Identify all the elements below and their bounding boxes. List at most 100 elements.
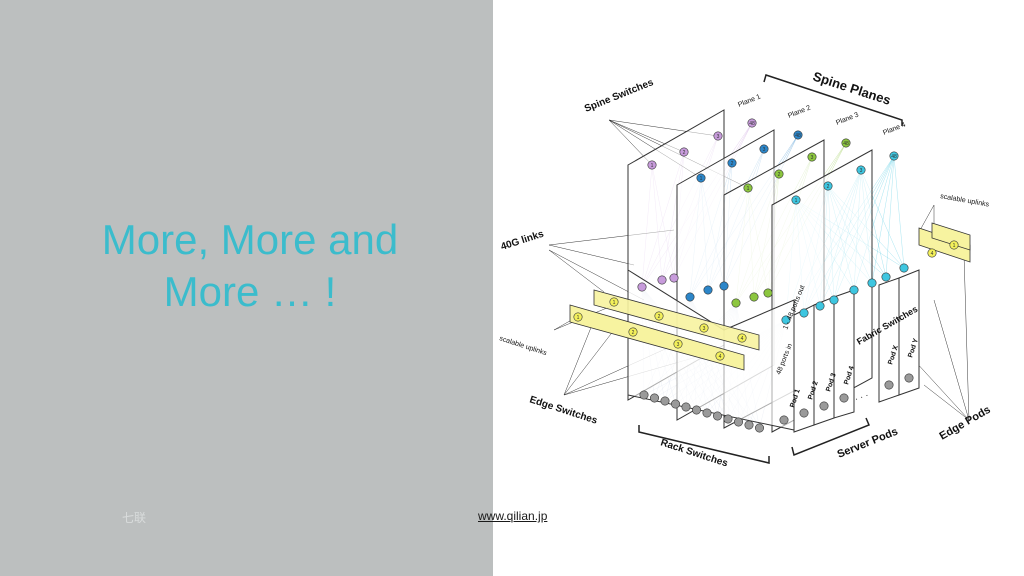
spine-p3-node-1-circle <box>743 183 753 193</box>
left-panel <box>0 0 493 576</box>
spine-p1-node-4: 48 <box>747 118 757 128</box>
rack-switch-node-4 <box>671 399 681 409</box>
fabric-4-node-5-circle <box>849 285 859 295</box>
fabric-4-node-1-circle <box>781 315 791 325</box>
spine-p4-node-2-label: 2 <box>827 184 830 190</box>
fabric-4-node-7-circle <box>881 272 891 282</box>
pod-rack-node-5 <box>884 380 894 390</box>
spine-p1-node-4-circle <box>747 118 757 128</box>
fabric-3-node-3 <box>763 288 773 298</box>
spine-p1-node-2-circle <box>679 147 689 157</box>
rack-switch-node-11-circle <box>744 420 754 430</box>
footer-url-link[interactable]: www.qilian.jp <box>478 509 548 523</box>
fabric-1-node-1-circle <box>637 282 647 292</box>
spine-p3-node-1-label: 1 <box>747 186 750 192</box>
label-edge-pods: Edge Pods <box>938 404 993 443</box>
edge-switch-node-7-label: 3 <box>703 326 706 332</box>
spine-p3-node-1: 1 <box>743 183 753 193</box>
pods-ellipsis: · · · <box>853 390 870 404</box>
fabric-3-node-2-circle <box>749 292 759 302</box>
pod-rack-node-5-circle <box>884 380 894 390</box>
pod-rack-node-3 <box>819 401 829 411</box>
rack-switch-node-5-circle <box>681 402 691 412</box>
edge-switch-node-9: 4 <box>927 248 937 258</box>
rack-switch-node-7 <box>702 408 712 418</box>
label-plane-1: Plane 1 <box>737 93 762 108</box>
edge-switch-node-5-label: 1 <box>613 300 616 306</box>
fabric-1-node-2-circle <box>657 275 667 285</box>
fabric-4-node-2-circle <box>799 308 809 318</box>
edge-switch-node-7-circle <box>699 323 709 333</box>
rack-switch-node-3 <box>660 396 670 406</box>
fabric-1-node-1 <box>637 282 647 292</box>
edge-switch-node-9-label: 4 <box>931 251 934 257</box>
title-line-1: More, More and <box>101 216 399 263</box>
edge-switch-node-6: 2 <box>654 311 664 321</box>
fabric-4-node-8 <box>899 263 909 273</box>
edge-bar-left-2 <box>593 289 760 351</box>
spine-p1-node-4-label: 48 <box>749 121 755 127</box>
spine-p4-node-3-label: 3 <box>860 168 863 174</box>
edge-switch-node-1-label: 1 <box>577 315 580 321</box>
pod-rack-node-4 <box>839 393 849 403</box>
fabric-4-node-8-circle <box>899 263 909 273</box>
rack-switch-node-10-circle <box>734 417 744 427</box>
spine-p1-node-3: 3 <box>713 131 723 141</box>
edge-switch-node-4: 4 <box>715 351 725 361</box>
rack-switch-node-1 <box>639 390 649 400</box>
spine-p3-node-4-label: 48 <box>843 141 849 147</box>
pointer-line-17 <box>963 254 970 421</box>
fabric-4-node-4-circle <box>829 295 839 305</box>
fabric-4-node-3-circle <box>815 301 825 311</box>
rack-switch-node-12-circle <box>754 423 764 433</box>
pod-rack-node-1 <box>779 415 789 425</box>
spine-p2-node-4-circle <box>793 130 803 140</box>
spine-p2-node-1-label: 1 <box>700 176 703 182</box>
rack-switch-node-10 <box>734 417 744 427</box>
edge-bar-left-1 <box>569 304 745 371</box>
edge-switch-node-1-circle <box>573 312 583 322</box>
spine-p1-node-1-circle <box>647 160 657 170</box>
edge-switch-node-3: 3 <box>673 339 683 349</box>
spine-p1-node-3-label: 3 <box>717 134 720 140</box>
rack-switch-node-2 <box>650 393 660 403</box>
fabric-2-node-3 <box>719 281 729 291</box>
pod-rack-node-3-circle <box>819 401 829 411</box>
edge-switch-node-7: 3 <box>699 323 709 333</box>
link-plane4-3-5 <box>871 155 895 284</box>
edge-switch-node-5-circle <box>609 297 619 307</box>
fabric-4-node-6 <box>867 278 877 288</box>
title-line-2: More … ! <box>163 268 337 315</box>
fabric-4-node-3 <box>815 301 825 311</box>
rack-switch-node-6-circle <box>692 405 702 415</box>
pointer-line-7 <box>548 249 605 293</box>
fabric-2-node-3-circle <box>719 281 729 291</box>
rack-switch-node-1-circle <box>639 390 649 400</box>
pod-rack-node-6-circle <box>904 373 914 383</box>
rack-switch-node-4-circle <box>671 399 681 409</box>
fabric-2-node-2-circle <box>703 285 713 295</box>
fabric-4-node-6-circle <box>867 278 877 288</box>
spine-p4-node-1-label: 1 <box>795 198 798 204</box>
spine-p2-node-1-circle <box>696 173 706 183</box>
edge-switch-node-10: 1 <box>949 240 959 250</box>
link-plane4-3-6 <box>885 155 895 278</box>
slide-title: More, More and More … ! <box>50 214 450 318</box>
spine-p3-node-4: 48 <box>841 138 851 148</box>
spine-p3-node-3-circle <box>807 152 817 162</box>
edge-switch-node-8-label: 4 <box>741 336 744 342</box>
edge-switch-node-9-circle <box>927 248 937 258</box>
pod-rack-node-2 <box>799 408 809 418</box>
spine-p4-node-3: 3 <box>856 165 866 175</box>
fabric-2-node-1 <box>685 292 695 302</box>
pointer-line-11 <box>563 319 595 396</box>
fabric-4-node-7 <box>881 272 891 282</box>
server-pods-bracket <box>791 417 870 457</box>
label-40g-links: 40G links <box>500 229 546 253</box>
spine-p4-node-1-circle <box>791 195 801 205</box>
label-spine-planes: Spine Planes <box>811 69 893 108</box>
pointer-line-16 <box>933 299 970 421</box>
pointer-line-18 <box>923 384 970 421</box>
spine-p3-node-2: 2 <box>774 169 784 179</box>
